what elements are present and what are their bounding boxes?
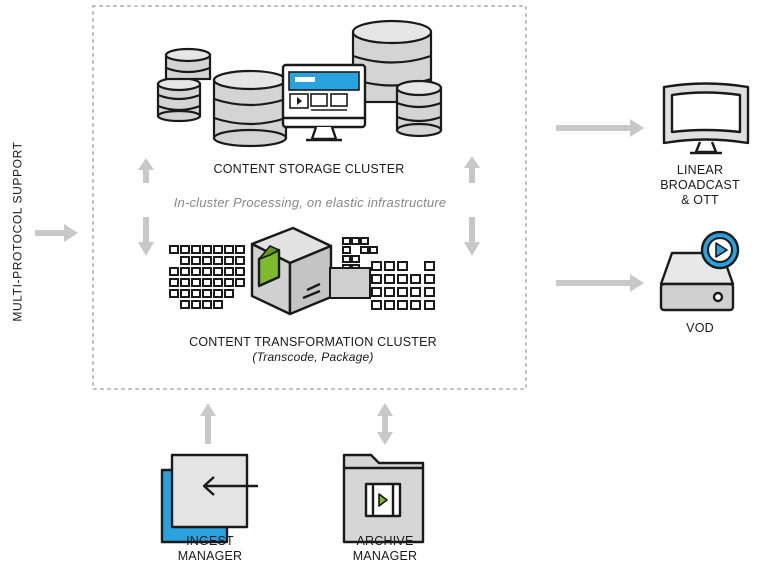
archive-folder-icon bbox=[342, 453, 425, 544]
database-icon bbox=[212, 69, 288, 148]
processing-note: In-cluster Processing, on elastic infras… bbox=[173, 195, 447, 210]
side-label: MULTI-PROTOCOL SUPPORT bbox=[10, 141, 25, 322]
ingest-line2: MANAGER bbox=[177, 549, 243, 563]
ingest-line1: INGEST bbox=[186, 534, 234, 548]
linear-broadcast-label: LINEAR BROADCAST & OTT bbox=[650, 163, 750, 208]
cluster-border bbox=[92, 5, 527, 390]
archive-line1: ARCHIVE bbox=[356, 534, 414, 548]
archive-line2: MANAGER bbox=[352, 549, 418, 563]
gray-block bbox=[329, 267, 371, 299]
linear-line2: BROADCAST bbox=[660, 178, 740, 192]
database-icon bbox=[395, 79, 443, 138]
transformation-cluster-subtitle: (Transcode, Package) bbox=[252, 350, 374, 364]
ingest-manager-label: INGEST MANAGER bbox=[160, 534, 260, 564]
tv-icon bbox=[662, 82, 750, 155]
grid-blocks-icon bbox=[169, 237, 435, 310]
cube-icon bbox=[250, 226, 333, 316]
database-icon bbox=[164, 47, 212, 81]
drive-play-icon bbox=[659, 230, 740, 312]
linear-line1: LINEAR bbox=[676, 163, 724, 177]
arrows bbox=[35, 119, 644, 445]
storage-cluster-title: CONTENT STORAGE CLUSTER bbox=[213, 162, 405, 176]
transformation-cluster-title: CONTENT TRANSFORMATION CLUSTER bbox=[189, 335, 437, 349]
database-icon bbox=[156, 76, 202, 123]
archive-manager-label: ARCHIVE MANAGER bbox=[335, 534, 435, 564]
vod-label: VOD bbox=[686, 321, 714, 335]
ingest-document-icon bbox=[160, 453, 258, 544]
linear-line3: & OTT bbox=[681, 193, 719, 207]
monitor-icon bbox=[281, 63, 367, 142]
